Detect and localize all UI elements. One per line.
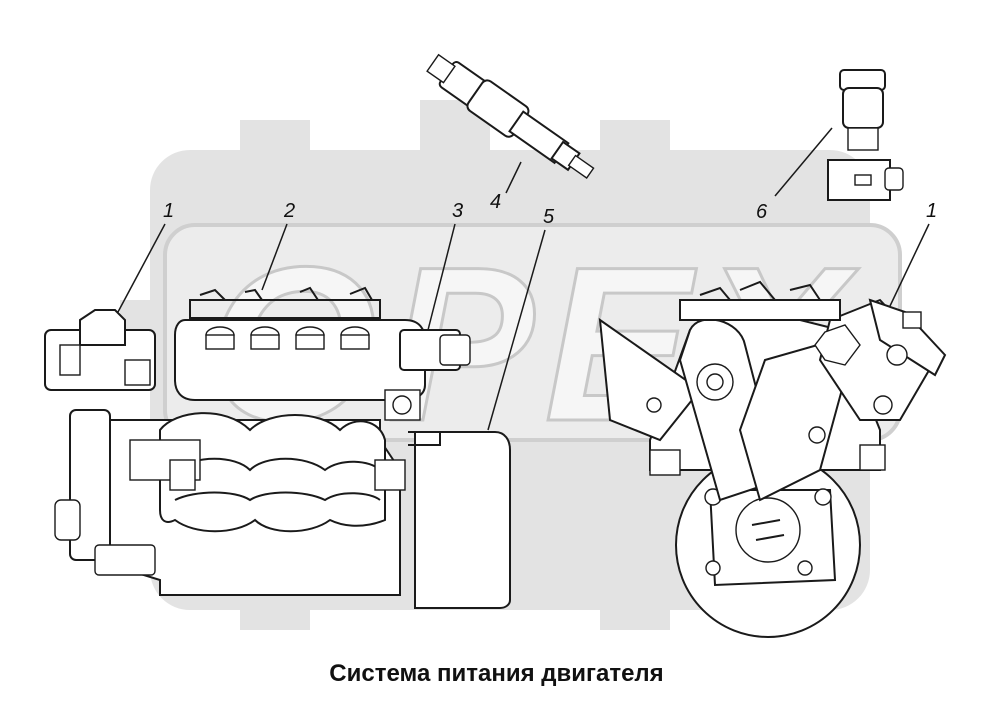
diagram-caption: Система питания двигателя <box>329 660 664 687</box>
bypass-valve-fitting <box>384 329 471 421</box>
priming-pump-right <box>814 298 947 377</box>
fuel-filter <box>408 431 511 609</box>
callout-6: 6 <box>756 201 768 223</box>
callout-1-right: 1 <box>926 200 938 222</box>
fuel-pump-side-view <box>44 286 471 596</box>
callout-4: 4 <box>490 191 502 213</box>
fuel-pump-front-view <box>598 280 947 638</box>
callout-5: 5 <box>543 206 555 228</box>
injector <box>426 53 595 179</box>
callout-2: 2 <box>284 200 296 222</box>
injection-outlets <box>205 326 370 350</box>
callout-3: 3 <box>452 200 464 222</box>
fine-filter <box>827 69 904 201</box>
leader-lines <box>117 127 930 431</box>
priming-pump-left <box>44 309 156 391</box>
callout-1-left: 1 <box>163 200 175 222</box>
